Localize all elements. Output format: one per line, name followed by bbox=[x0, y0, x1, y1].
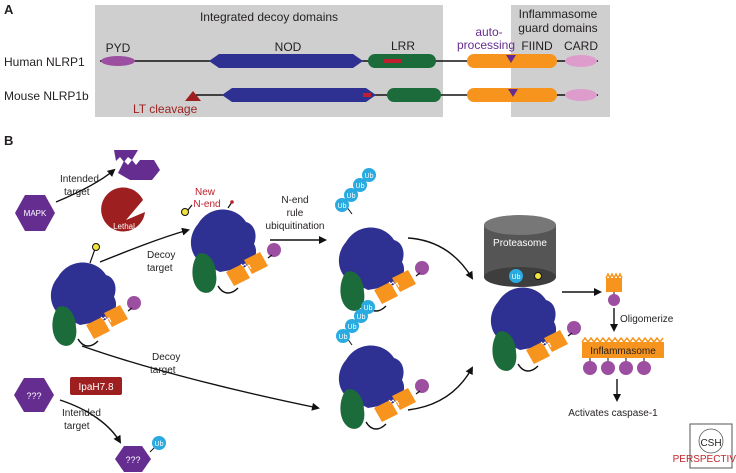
mapk-label: MAPK bbox=[24, 209, 47, 218]
nend-rule-line1: N-end bbox=[281, 195, 308, 206]
intended-target-top-2: target bbox=[64, 187, 90, 198]
lethal-toxin-line1: Lethal bbox=[113, 222, 135, 231]
arrow-bottom-to-proteasome bbox=[407, 366, 473, 411]
lt-cleavage-label: LT cleavage bbox=[133, 102, 198, 116]
arrow-unknown-ubiquitination bbox=[59, 399, 122, 444]
unknown-label-top: ??? bbox=[26, 391, 41, 401]
ipah-box: IpaH7.8 bbox=[70, 377, 122, 395]
mapk-hexagon: MAPK bbox=[15, 195, 55, 231]
decoy-target-top-2: target bbox=[147, 263, 173, 274]
unknown-hexagon-top: ??? bbox=[14, 378, 54, 412]
ipah-label: IpaH7.8 bbox=[78, 382, 113, 393]
human-lrr-mark bbox=[383, 59, 401, 63]
guard-title-line1: Inflammasome bbox=[519, 7, 598, 21]
pyd-fragment bbox=[181, 204, 193, 216]
intended-target-bottom-1: Intended bbox=[62, 408, 101, 419]
human-nlrp1-track bbox=[100, 54, 598, 68]
lethal-toxin: Lethal toxin bbox=[101, 187, 145, 240]
ub-label-top-4: Ub bbox=[365, 173, 374, 180]
lrr-label: LRR bbox=[391, 39, 415, 53]
nend-rule-line3: ubiquitination bbox=[266, 221, 325, 232]
ub-label-top-3: Ub bbox=[356, 183, 365, 190]
ub-chain-bottom: Ub Ub Ub Ub bbox=[336, 300, 375, 346]
unknown-hexagon-bottom: ??? Ub bbox=[115, 436, 166, 472]
ub-label-proteasome: Ub bbox=[512, 274, 521, 281]
arrow-mapk-cleavage bbox=[55, 168, 116, 203]
new-nend-line1: New bbox=[195, 187, 216, 198]
ub-label-top-2: Ub bbox=[347, 193, 356, 200]
nend-rule-line2: rule bbox=[287, 208, 304, 219]
arrow-top-to-proteasome bbox=[407, 237, 474, 280]
nlrp1-degrading bbox=[490, 286, 582, 372]
ub-label-bottom-3: Ub bbox=[357, 314, 366, 321]
human-autoprocessing-site bbox=[506, 55, 516, 63]
intended-target-bottom-2: target bbox=[64, 421, 90, 432]
arrow-decoy-bottom bbox=[81, 345, 320, 411]
autoprocessing-line1: auto- bbox=[475, 25, 502, 39]
nlrp1-resting bbox=[50, 243, 142, 347]
released-fiind-card bbox=[605, 272, 623, 306]
nlrp1-ubiquitinated-bottom bbox=[338, 344, 430, 430]
human-card-domain bbox=[565, 55, 597, 67]
pyd-label: PYD bbox=[106, 41, 131, 55]
panel-b-label: B bbox=[4, 133, 13, 148]
inflammasome-complex: Inflammasome bbox=[581, 336, 664, 375]
lethal-toxin-line2: toxin bbox=[116, 231, 133, 240]
decoy-target-bottom-2: target bbox=[150, 365, 176, 376]
human-lrr-domain bbox=[368, 54, 436, 68]
new-nend-line2: N-end bbox=[193, 199, 220, 210]
mouse-nod-domain bbox=[222, 88, 376, 102]
decoy-domains-title: Integrated decoy domains bbox=[200, 10, 338, 24]
human-nlrp1-label: Human NLRP1 bbox=[4, 55, 85, 69]
decoy-target-bottom-1: Decoy bbox=[152, 352, 180, 363]
lt-cleavage-site bbox=[185, 91, 201, 101]
intended-target-top-1: Intended bbox=[60, 174, 99, 185]
mouse-card-domain bbox=[565, 89, 597, 101]
human-nod-domain bbox=[209, 54, 363, 68]
nod-label: NOD bbox=[275, 40, 302, 54]
fiind-label: FIIND bbox=[521, 39, 553, 53]
guard-title-line2: guard domains bbox=[518, 21, 597, 35]
nlrp1-cleaved bbox=[190, 200, 282, 294]
human-pyd-domain bbox=[101, 56, 135, 66]
proteasome: Proteasome Ub bbox=[484, 215, 556, 287]
mouse-nlrp1b-label: Mouse NLRP1b bbox=[4, 89, 89, 103]
arrow-decoy-top bbox=[99, 227, 190, 263]
logo-main: CSH bbox=[700, 438, 721, 449]
panel-a-label: A bbox=[4, 2, 14, 17]
logo-sub: PERSPECTIVES bbox=[673, 454, 736, 465]
mouse-lrr-domain bbox=[387, 88, 441, 102]
mouse-autoprocessing-site bbox=[508, 89, 518, 97]
decoy-target-top-1: Decoy bbox=[147, 250, 175, 261]
csh-perspectives-logo: CSH PERSPECTIVES bbox=[673, 423, 736, 469]
nlrp1-ubiquitinated-top bbox=[338, 226, 430, 312]
proteasome-label: Proteasome bbox=[493, 238, 547, 249]
cleaved-mapk-fragments bbox=[114, 150, 160, 180]
card-label: CARD bbox=[564, 39, 598, 53]
inflammasome-label: Inflammasome bbox=[590, 346, 656, 357]
unknown-label-bottom: ??? bbox=[125, 455, 140, 465]
mouse-nod-mark bbox=[363, 93, 371, 97]
autoprocessing-line2: processing bbox=[457, 38, 515, 52]
mouse-nlrp1b-track bbox=[185, 88, 598, 102]
ub-label-top-1: Ub bbox=[338, 203, 347, 210]
ub-label-bottom-2: Ub bbox=[348, 324, 357, 331]
ub-label-unknown: Ub bbox=[155, 441, 164, 448]
ub-label-bottom-1: Ub bbox=[339, 334, 348, 341]
ub-label-bottom-4: Ub bbox=[364, 305, 373, 312]
oligomerize-label: Oligomerize bbox=[620, 314, 674, 325]
ub-chain-top: Ub Ub Ub Ub bbox=[335, 168, 376, 215]
activates-caspase-label: Activates caspase-1 bbox=[568, 408, 658, 419]
